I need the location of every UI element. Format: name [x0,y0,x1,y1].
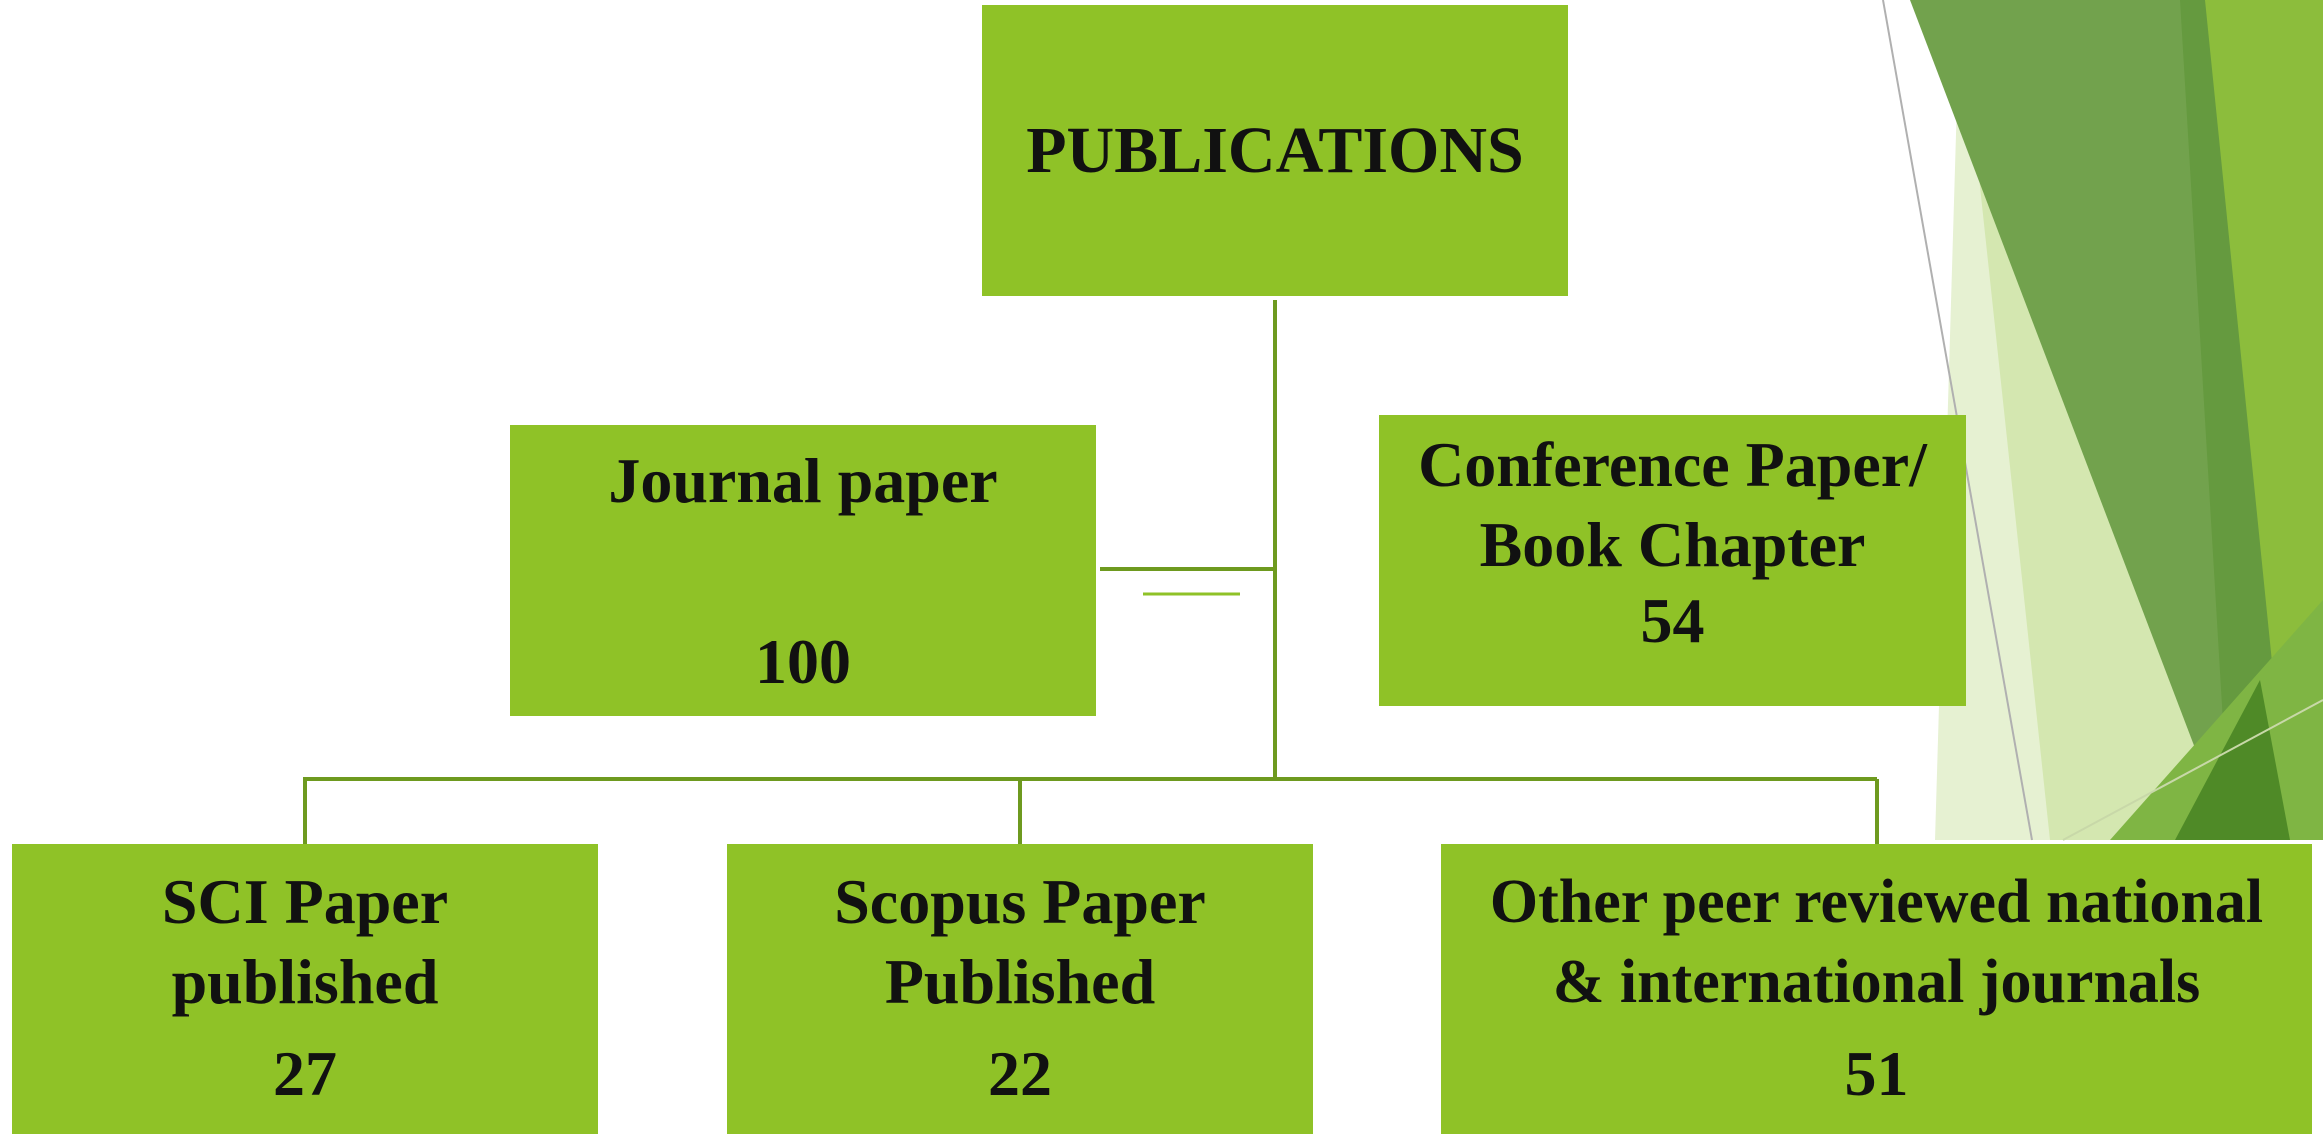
node-scopus-paper-label: Scopus Paper Published [834,866,1206,1017]
node-publications-label: PUBLICATIONS [1026,113,1524,187]
decor-deep-wedge [2175,680,2290,840]
node-sci-paper-label: SCI Paper published [161,866,449,1017]
node-conference-paper-label: Conference Paper/ Book Chapter [1418,429,1927,580]
node-conference-paper-count: 54 [1640,585,1705,656]
node-scopus-paper: Scopus Paper Published 22 [727,844,1313,1134]
node-conference-paper: Conference Paper/ Book Chapter 54 [1379,415,1966,706]
node-other-journals-count: 51 [1844,1038,1909,1109]
node-other-journals: Other peer reviewed national & internati… [1441,844,2312,1134]
node-journal-paper-count: 100 [755,626,851,697]
node-journal-paper: Journal paper 100 [510,425,1096,716]
node-sci-paper: SCI Paper published 27 [12,844,598,1134]
node-scopus-paper-count: 22 [988,1038,1052,1109]
node-other-journals-label: Other peer reviewed national & internati… [1489,868,2264,1016]
node-publications: PUBLICATIONS [982,5,1568,296]
decor-thin-line-2 [2062,699,2323,841]
node-journal-paper-label: Journal paper [608,445,998,516]
decor-bright-triangle [2205,0,2323,840]
node-sci-paper-count: 27 [273,1038,337,1109]
